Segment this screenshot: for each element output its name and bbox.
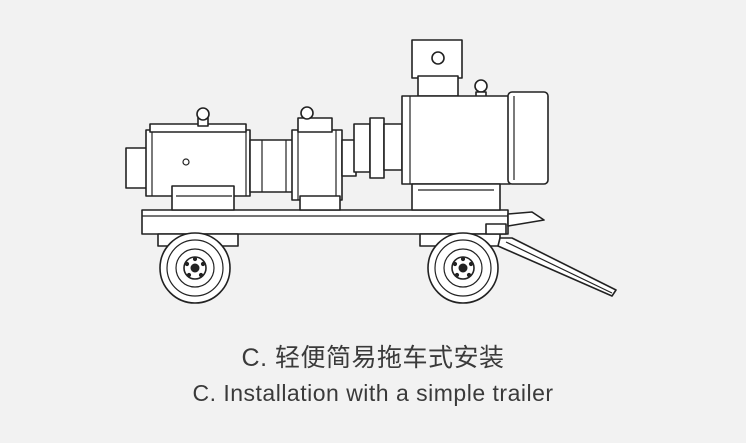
caption-english: C. Installation with a simple trailer bbox=[192, 380, 554, 406]
caption-chinese: C. 轻便简易拖车式安装 bbox=[241, 344, 505, 372]
shaft-coupling bbox=[341, 117, 403, 179]
pump-trailer-drawing bbox=[125, 39, 617, 304]
electric-motor bbox=[401, 39, 549, 211]
tow-drawbar bbox=[485, 211, 617, 297]
lobe-pump-body bbox=[125, 107, 251, 211]
front-wheel bbox=[427, 232, 499, 304]
gearbox bbox=[249, 106, 343, 211]
rear-wheel bbox=[159, 232, 231, 304]
